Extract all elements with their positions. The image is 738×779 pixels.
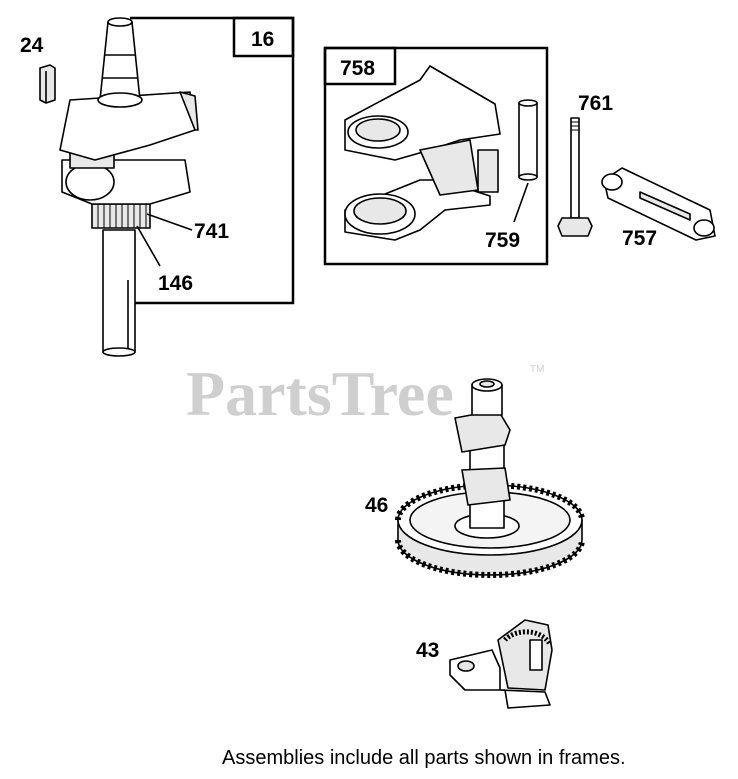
callout-757[interactable]: 757 xyxy=(622,227,657,250)
leader-741 xyxy=(146,213,193,231)
part-24-key[interactable] xyxy=(39,64,56,104)
part-757-rod[interactable] xyxy=(601,167,716,241)
leader-146 xyxy=(136,225,161,267)
callout-741[interactable]: 741 xyxy=(194,220,229,243)
callout-146[interactable]: 146 xyxy=(158,272,193,295)
frame-758[interactable]: 758 xyxy=(323,46,549,266)
frame-16-tag: 16 xyxy=(251,28,274,51)
callout-46[interactable]: 46 xyxy=(365,494,388,517)
part-43-governor[interactable] xyxy=(449,619,553,709)
frame-758-tag: 758 xyxy=(340,57,375,80)
footer-note: Assemblies include all parts shown in fr… xyxy=(222,747,626,769)
part-46-camshaft[interactable] xyxy=(395,378,585,578)
callout-759[interactable]: 759 xyxy=(485,229,520,252)
callout-43[interactable]: 43 xyxy=(416,639,439,662)
leader-759 xyxy=(513,182,529,223)
frame-16[interactable]: 16 xyxy=(130,16,295,305)
part-759-pin[interactable] xyxy=(518,99,538,181)
crankshaft-part[interactable] xyxy=(59,17,199,357)
part-761-bolt[interactable] xyxy=(557,117,593,237)
watermark-trademark: TM xyxy=(530,364,544,375)
callout-24[interactable]: 24 xyxy=(20,34,44,57)
callout-761[interactable]: 761 xyxy=(578,92,613,115)
watermark: PartsTree xyxy=(186,358,454,429)
connecting-rod-part[interactable] xyxy=(344,65,501,241)
